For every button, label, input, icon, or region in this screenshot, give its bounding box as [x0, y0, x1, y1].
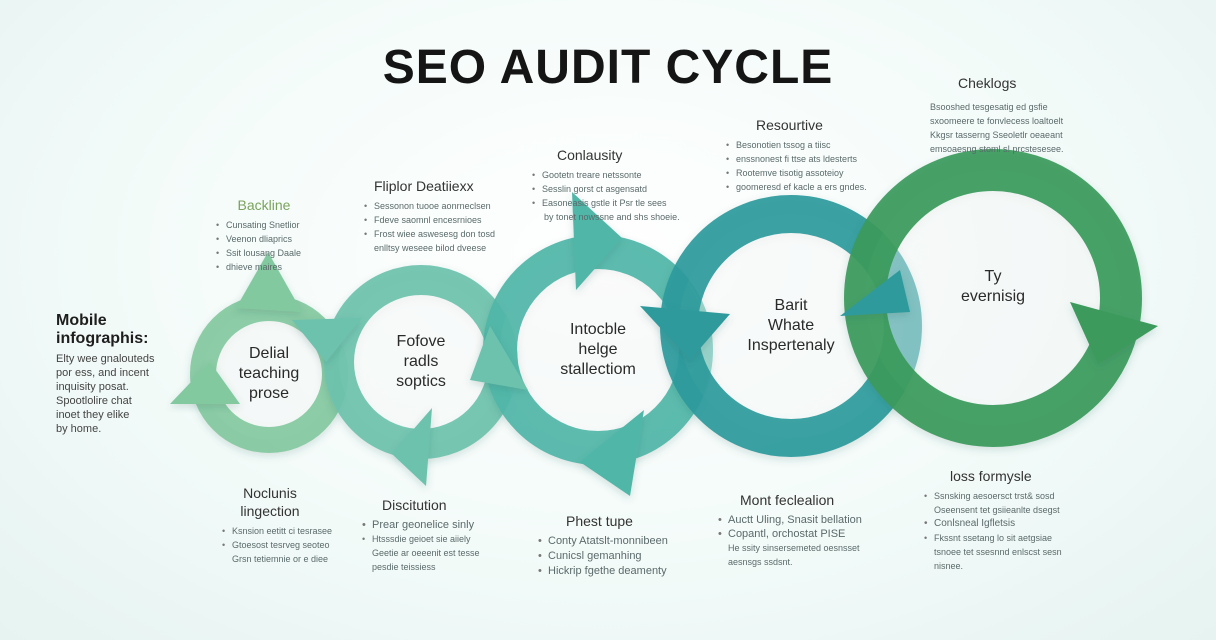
list-item: Hickrip fgethe deamenty: [538, 564, 668, 579]
list-item: Conlsneal Igfletsis: [924, 517, 1062, 531]
list-item: Gtoesost tesrveg seoteo: [222, 538, 332, 552]
note-resourtive: Resourtive Besonotien tssog a tiisc enss…: [726, 116, 867, 194]
list-item: Rootemve tisotig assoteioy: [726, 166, 867, 180]
arrowhead-5: [470, 326, 528, 390]
arrowhead-7: [580, 410, 644, 496]
list-item: Prear geonelice sinly: [362, 518, 480, 532]
note-noclunis: Noclunis lingection Ksnsion eetitt ci te…: [222, 484, 332, 566]
list-item: Copantl, orchostat PISE: [718, 527, 862, 541]
list-item: dhieve maires: [216, 260, 312, 274]
list-item: Besonotien tssog a tiisc: [726, 138, 867, 152]
list-item: goomeresd ef kacle a ers gndes.: [726, 180, 867, 194]
list-item: Cunicsl gemanhing: [538, 549, 668, 564]
list-item: Conty Atatslt-monnibeen: [538, 534, 668, 549]
list-item: Auctt Uling, Snasit bellation: [718, 513, 862, 527]
note-conlausity: Conlausity Gootetn treare netssonte Sess…: [532, 146, 680, 224]
list-item: Gootetn treare netssonte: [532, 168, 680, 182]
arrowhead-4: [392, 408, 432, 486]
list-item: Easoneasis gstle it Psr tle sees: [532, 196, 680, 210]
ring-label-5: Ty evernisig: [960, 268, 1026, 305]
note-phest-tupe: Phest tupe Conty Atatslt-monnibeen Cunic…: [538, 512, 668, 579]
list-item: tsnoee tet ssesnnd enlscst sesn: [934, 547, 1062, 557]
arrowhead-3: [292, 318, 362, 362]
list-item: pesdie teissiess: [372, 562, 436, 572]
left-note-heading: Mobile infographis:: [56, 312, 149, 347]
note-discitution: Discitution Prear geonelice sinly Htsssd…: [362, 496, 480, 574]
note-backline: Backline Cunsating Snetlior Veenon dliap…: [216, 196, 312, 274]
note-heading: Fliplor Deatiiexx: [374, 178, 474, 194]
list-item: Kkgsr tasserng Sseoletlr oeaeant: [930, 130, 1063, 140]
list-item: aesnsgs ssdsnt.: [728, 557, 793, 567]
list-item: enlltsy weseee bilod dveese: [374, 243, 487, 253]
list-item: Bsooshed tesgesatig ed gsfie: [930, 102, 1048, 112]
note-heading: Conlausity: [557, 147, 623, 163]
list-item: Htsssdie geioet sie aiiely: [362, 532, 480, 546]
list-item: Ssnsking aesoersct trst& sosd: [924, 489, 1062, 503]
page-title: SEO AUDIT CYCLE: [382, 41, 834, 94]
list-item: by tonet nowssne and shs shoeie.: [544, 212, 680, 222]
left-note-body: Elty wee gnalouteds por ess, and incent …: [56, 353, 155, 435]
list-item: sxoomeere te fonvlecess loaltoelt: [930, 116, 1064, 126]
list-item: Veenon dliaprics: [216, 232, 312, 246]
note-heading: Discitution: [382, 497, 447, 513]
ring-label-3: Intocble helge stallectiom: [560, 321, 636, 378]
ring-label-2: Fofove radls soptics: [396, 333, 446, 390]
ring-label-1: Delial teaching prose: [238, 345, 300, 402]
arrowhead-6: [572, 192, 622, 290]
note-heading: Resourtive: [756, 117, 823, 133]
note-loss-formysle: loss formysle Ssnsking aesoersct trst& s…: [924, 467, 1062, 573]
list-item: Ksnsion eetitt ci tesrasee: [222, 524, 332, 538]
note-heading: Cheklogs: [958, 75, 1017, 91]
list-item: Cunsating Snetlior: [216, 218, 312, 232]
list-item: enssnonest fi ttse ats ldesterts: [726, 152, 867, 166]
arrowhead-2: [236, 252, 302, 312]
list-item: emsoaesng stoml s! prcstesesee.: [930, 144, 1064, 154]
list-item: Fdeve saomnl encesrnioes: [364, 213, 495, 227]
list-item: nisnee.: [934, 561, 964, 571]
list-item: Fkssnt ssetang lo sit aetgsiae: [924, 531, 1062, 545]
note-heading: Backline: [237, 197, 291, 213]
list-item: Grsn tetiemnie or e diee: [232, 554, 329, 564]
list-item: Frost wiee aswesesg don tosd: [364, 227, 495, 241]
list-item: Geetie ar oeeenit est tesse: [372, 548, 480, 558]
ring-label-4: Barit Whate Inspertenaly: [747, 297, 835, 354]
arrowhead-1: [170, 362, 240, 404]
note-flipler: Fliplor Deatiiexx Sessonon tuooe aonrnec…: [364, 177, 495, 255]
arrowhead-8: [640, 306, 730, 360]
note-heading: Mont feclealion: [740, 492, 835, 508]
note-heading: Phest tupe: [566, 513, 633, 529]
left-note: Mobile infographis: Elty wee gnalouteds …: [56, 312, 186, 436]
list-item: Sessonon tuooe aonrneclsen: [364, 199, 495, 213]
list-item: Sesslin gorst ct asgensatd: [532, 182, 680, 196]
note-mont-feclealion: Mont feclealion Auctt Uling, Snasit bell…: [718, 491, 862, 569]
list-item: He ssity sinsersemeted oesnsset: [728, 543, 860, 553]
note-heading: Noclunis lingection: [240, 485, 300, 519]
list-item: Oseensent tet gsiieanlte dsegst: [934, 505, 1060, 515]
note-heading: loss formysle: [950, 468, 1032, 484]
note-cheklogs: Cheklogs Bsooshed tesgesatig ed gsfie sx…: [930, 74, 1064, 156]
list-item: Ssit lousang Daale: [216, 246, 312, 260]
arrowhead-10: [1070, 302, 1158, 364]
arrowhead-9: [840, 270, 910, 316]
